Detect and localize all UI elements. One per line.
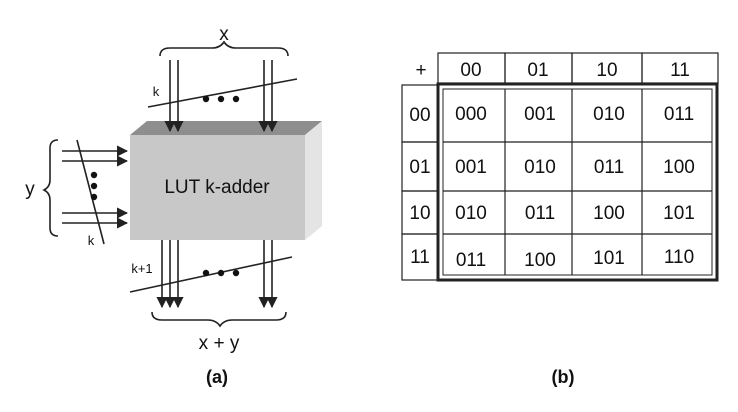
lut-adder-diagram: LUT k-adder x k y k [25, 24, 322, 387]
output-brace [151, 311, 287, 328]
table-cell: 010 [593, 104, 625, 125]
table-cell: 100 [593, 203, 625, 224]
table-cell: 001 [524, 104, 556, 125]
input-y-arrows [62, 145, 129, 229]
caption-a: (a) [206, 367, 228, 387]
ellipsis-dot [90, 182, 98, 190]
row-header: 11 [410, 247, 430, 268]
table-cell: 001 [455, 157, 487, 178]
lut-box-label: LUT k-adder [164, 177, 270, 198]
table-cell: 010 [455, 203, 487, 224]
table-cell: 011 [525, 203, 555, 224]
ellipsis-dot [232, 269, 240, 277]
ellipsis-dot [202, 95, 210, 103]
table-header-row: + 00 01 10 11 [415, 52, 719, 84]
table-cell: 010 [524, 157, 556, 178]
table-body-frame [436, 82, 719, 282]
addition-table: + 00 01 10 11 00 01 10 11 000 001 [401, 52, 719, 387]
lut-box-top-face [130, 121, 322, 135]
table-cell: 011 [456, 250, 486, 271]
ellipsis-dot [90, 171, 98, 179]
output-arrows [156, 240, 278, 309]
input-y-brace [42, 139, 59, 237]
table-row-headers: 00 01 10 11 [401, 84, 439, 281]
table-cell: 101 [593, 248, 625, 269]
table-cell: 100 [663, 157, 695, 178]
output-ellipsis [202, 269, 240, 277]
input-x-label: x [219, 24, 229, 45]
ellipsis-dot [202, 269, 210, 277]
table-body-inner-frame [442, 88, 713, 276]
table-cell: 101 [663, 203, 695, 224]
output-bus-slash [129, 256, 293, 293]
column-header: 10 [596, 60, 617, 81]
table-corner-label: + [415, 60, 426, 81]
input-x-bus-width: k [153, 84, 160, 99]
column-header: 01 [527, 60, 548, 81]
ellipsis-dot [217, 269, 225, 277]
input-y-ellipsis [90, 171, 98, 201]
row-header: 10 [409, 203, 430, 224]
input-x-arrows [164, 60, 278, 133]
table-cell: 110 [664, 247, 694, 268]
ellipsis-dot [232, 95, 240, 103]
input-x-brace [159, 40, 289, 57]
ellipsis-dot [90, 193, 98, 201]
input-y-bus-slash [76, 139, 105, 245]
table-row: 000 001 010 011 [455, 104, 694, 125]
input-x-ellipsis [202, 95, 240, 103]
lut-box-front-face [130, 135, 305, 240]
output-bus-width: k+1 [131, 261, 152, 276]
ellipsis-dot [217, 95, 225, 103]
table-cell: 000 [455, 104, 487, 125]
table-cell: 011 [594, 157, 624, 178]
input-y-label: y [25, 179, 35, 200]
output-label: x + y [199, 333, 240, 354]
caption-b: (b) [552, 367, 575, 387]
table-row: 011 100 101 110 [456, 247, 694, 271]
lut-box-side-face [305, 121, 322, 240]
input-y-bus-width: k [88, 233, 95, 248]
row-header: 00 [409, 105, 430, 126]
column-header: 00 [460, 60, 481, 81]
table-row: 001 010 011 100 [455, 157, 695, 178]
table-cell: 011 [664, 104, 694, 125]
row-header: 01 [409, 157, 430, 178]
table-row: 010 011 100 101 [455, 203, 695, 224]
table-cell: 100 [524, 250, 556, 271]
column-header: 11 [670, 60, 690, 81]
input-x-bus-slash [147, 78, 298, 108]
lut-box: LUT k-adder [130, 121, 322, 240]
